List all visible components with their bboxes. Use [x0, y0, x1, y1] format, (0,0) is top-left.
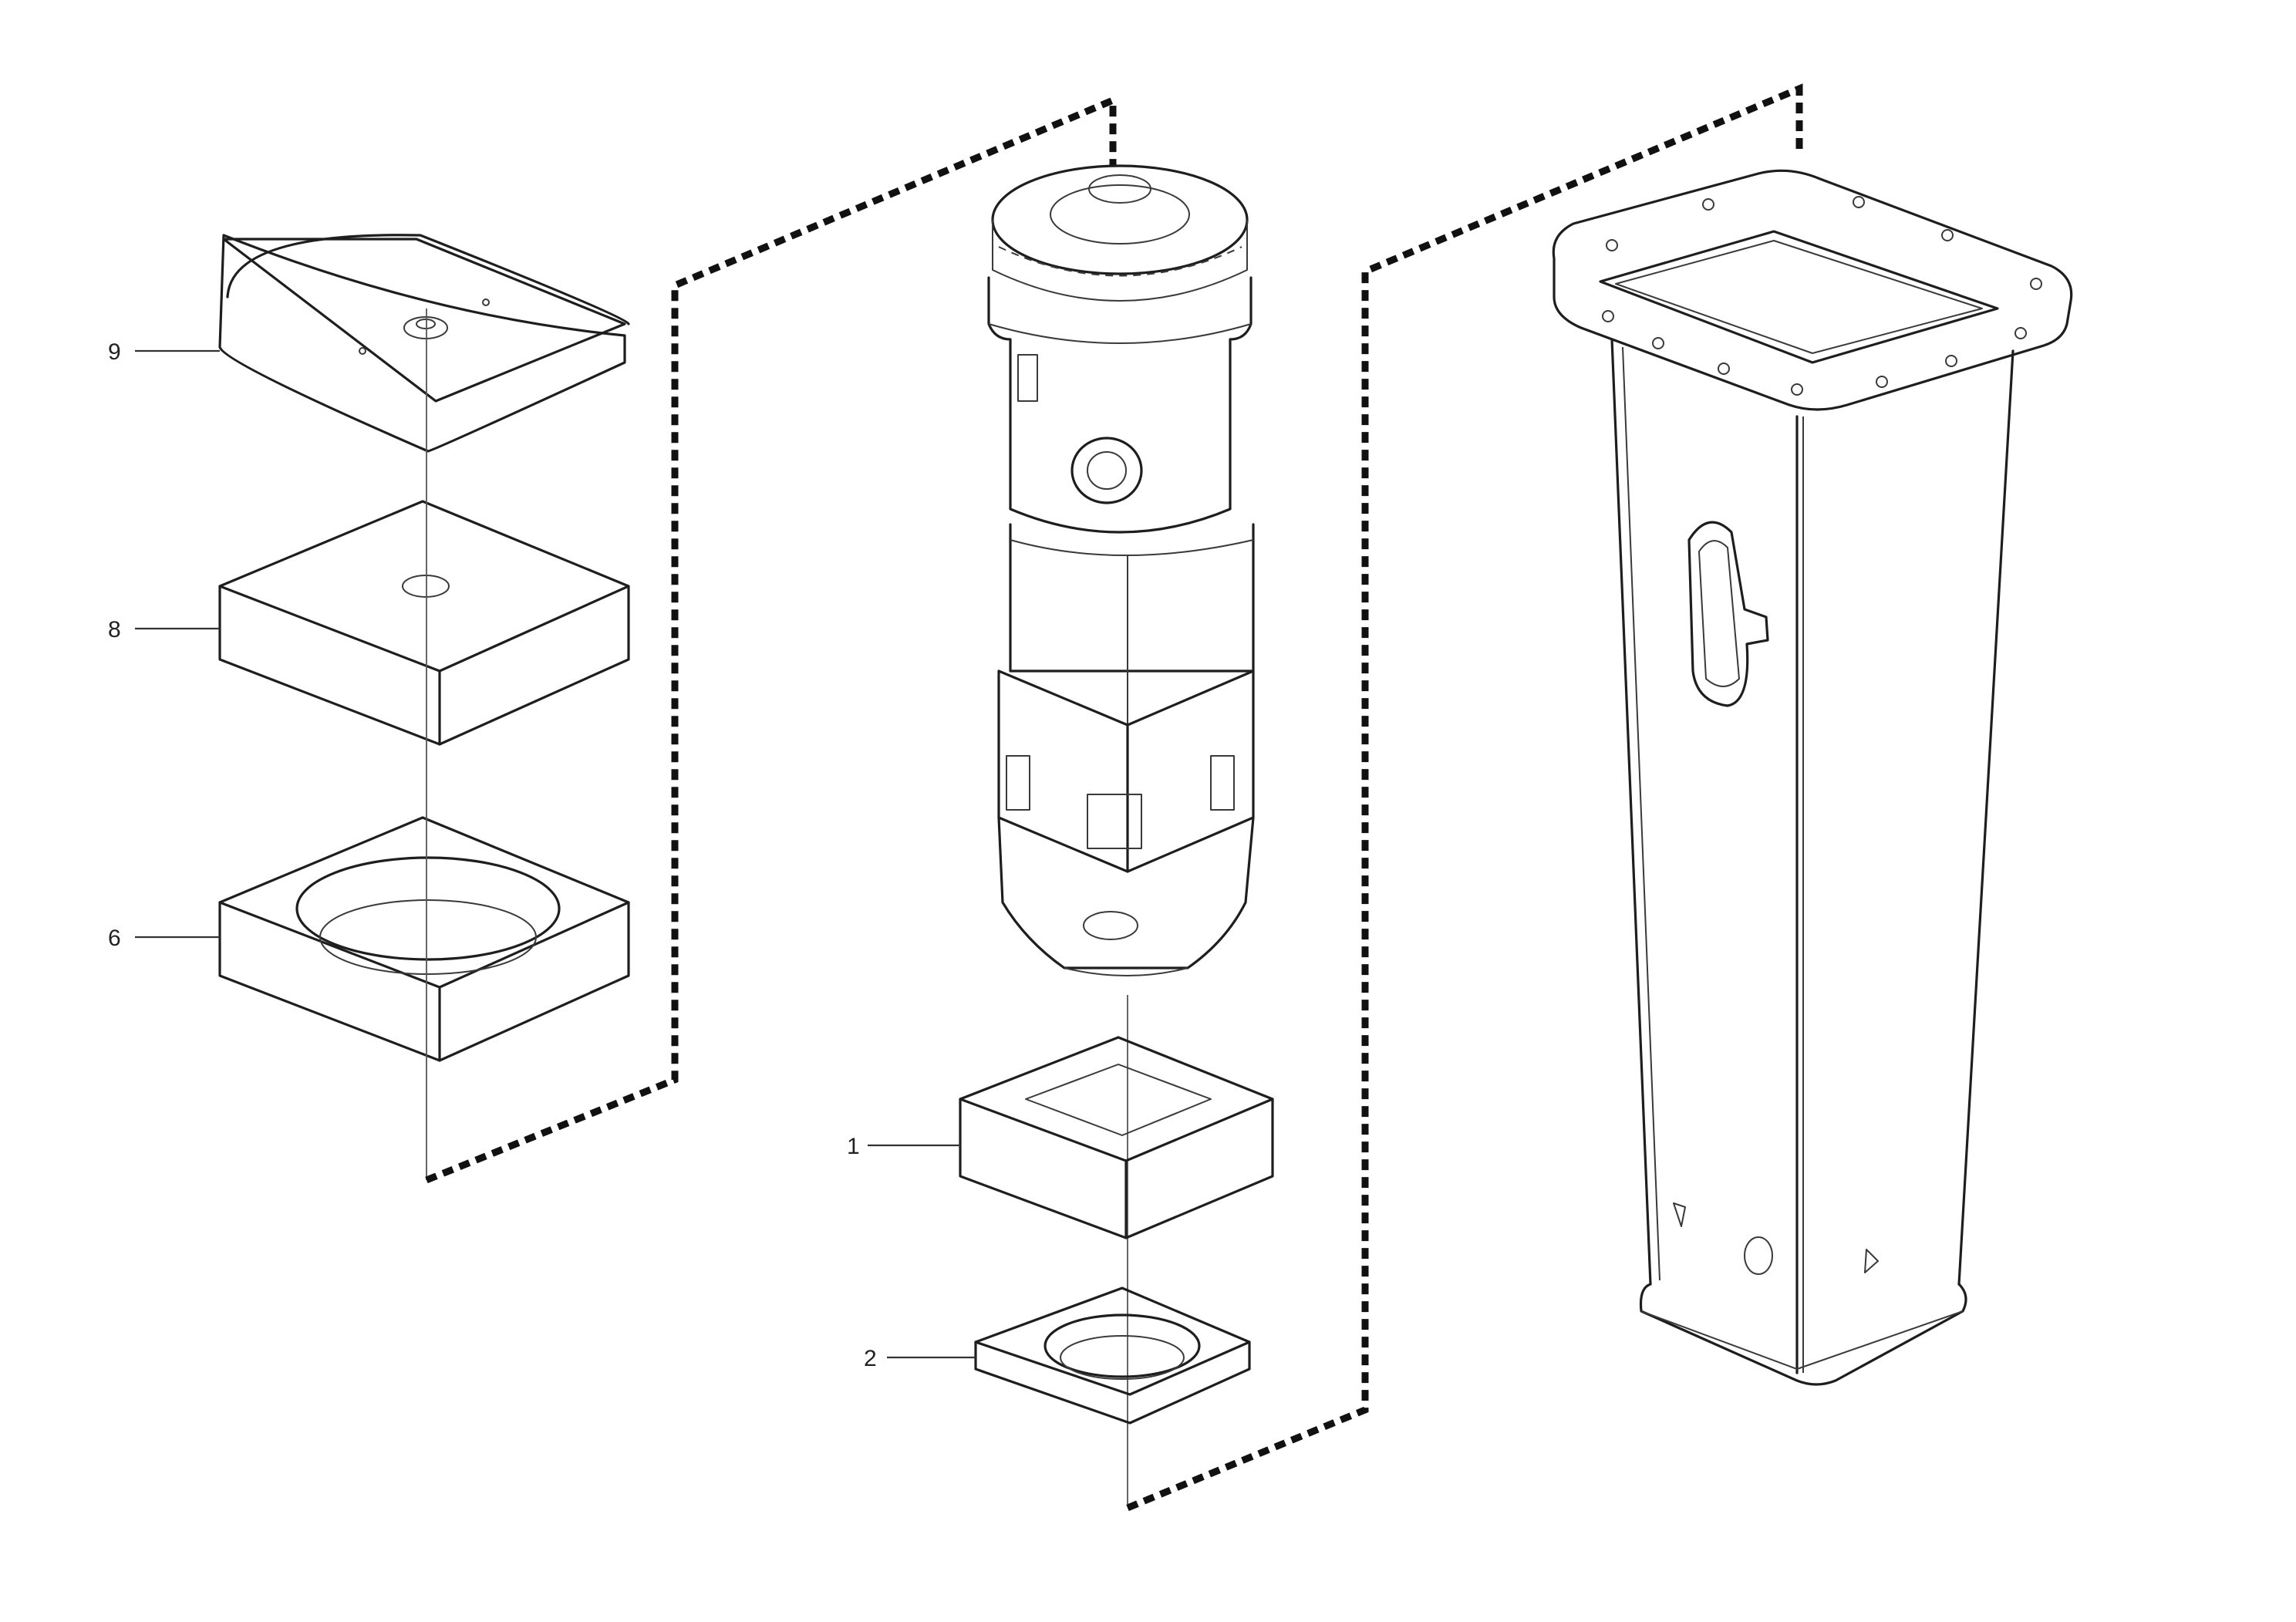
callout-6: 6: [108, 926, 220, 951]
hammer-body: [987, 164, 1255, 976]
callout-9: 9: [108, 339, 220, 365]
part-8-middle-plate: [218, 500, 630, 746]
part-1-bushing: [959, 1036, 1274, 1239]
dashed-assembly-line-right: [1126, 83, 1803, 1512]
housing: [1552, 169, 2073, 1386]
svg-text:1: 1: [847, 1134, 860, 1159]
svg-text:8: 8: [108, 617, 121, 642]
part-6-ring-plate: [218, 816, 630, 1062]
part-9-top-plate: [218, 234, 630, 453]
callout-1: 1: [847, 1134, 960, 1159]
svg-text:2: 2: [864, 1346, 877, 1371]
callout-8: 8: [108, 617, 220, 642]
svg-text:6: 6: [108, 926, 121, 951]
dashed-assembly-line-left: [425, 95, 1117, 1184]
svg-text:9: 9: [108, 339, 121, 365]
part-2-ring-plate: [974, 1286, 1251, 1425]
callout-2: 2: [864, 1346, 976, 1371]
